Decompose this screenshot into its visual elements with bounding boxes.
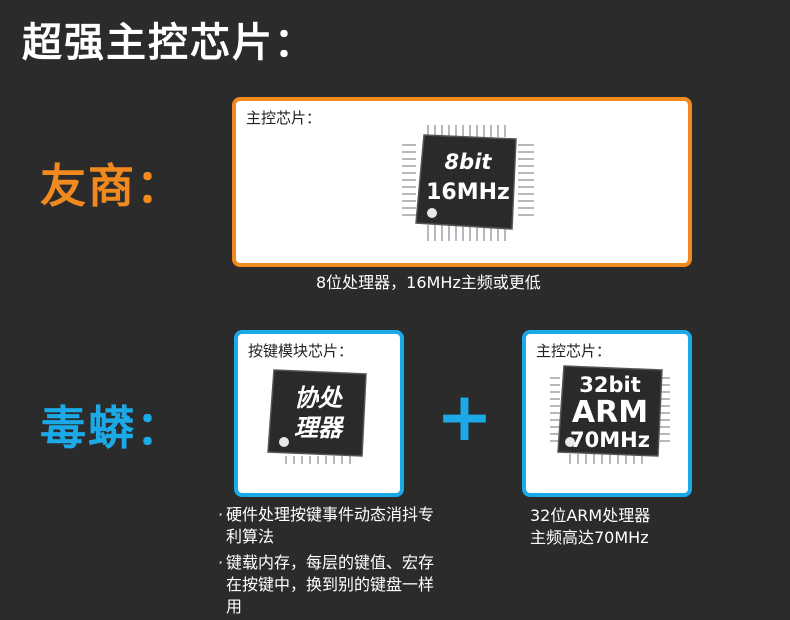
competitor-caption: 8位处理器，16MHz主频或更低 xyxy=(316,273,541,292)
chip-text-line1: 协处 xyxy=(294,384,343,412)
key-module-features: · 硬件处理按键事件动态消抖专利算法 · 键载内存，每层的键值、宏存在按键中，换… xyxy=(218,504,438,618)
chip-text-freq: 70MHz xyxy=(570,428,650,452)
feature-item: · 硬件处理按键事件动态消抖专利算法 xyxy=(218,504,438,548)
chip-text-bits: 8bit xyxy=(445,150,493,174)
key-module-chip-card: 按键模块芯片： 协处 理器 xyxy=(234,330,404,497)
competitor-chip-card: 主控芯片： 8bit 16MHz xyxy=(232,97,692,267)
caption-line: 主频高达70MHz xyxy=(530,528,649,547)
competitor-label: 友商： xyxy=(40,159,184,213)
feature-text: 键载内存，每层的键值、宏存在按键中，换到别的键盘一样用 xyxy=(226,553,435,616)
mcu-chip-icon: 8bit 16MHz xyxy=(402,125,534,241)
chip-text-arch: ARM xyxy=(572,395,648,430)
feature-item: · 键载内存，每层的键值、宏存在按键中，换到别的键盘一样用 xyxy=(218,552,438,618)
chip-text-line2: 理器 xyxy=(294,414,345,442)
main-chip-caption: 32位ARM处理器 主频高达70MHz xyxy=(530,505,690,549)
feature-text: 硬件处理按键事件动态消抖专利算法 xyxy=(226,505,435,546)
bullet-dot: · xyxy=(218,505,224,524)
card-title: 按键模块芯片： xyxy=(248,342,354,360)
chip-text-freq: 16MHz xyxy=(426,180,510,205)
main-chip-card: 主控芯片： 32bit ARM 70MHz xyxy=(522,330,692,497)
card-title: 主控芯片： xyxy=(536,342,612,360)
dumang-label: 毒蟒： xyxy=(40,401,184,455)
bullet-dot: · xyxy=(218,553,224,572)
page-title: 超强主控芯片： xyxy=(22,20,316,66)
arm-chip-icon: 32bit ARM 70MHz xyxy=(550,365,670,464)
chip-text-bits: 32bit xyxy=(579,373,641,397)
caption-line: 32位ARM处理器 xyxy=(530,506,651,525)
coprocessor-chip-icon: 协处 理器 xyxy=(267,369,367,464)
plus-sign: + xyxy=(436,378,493,457)
card-title: 主控芯片： xyxy=(246,109,322,127)
